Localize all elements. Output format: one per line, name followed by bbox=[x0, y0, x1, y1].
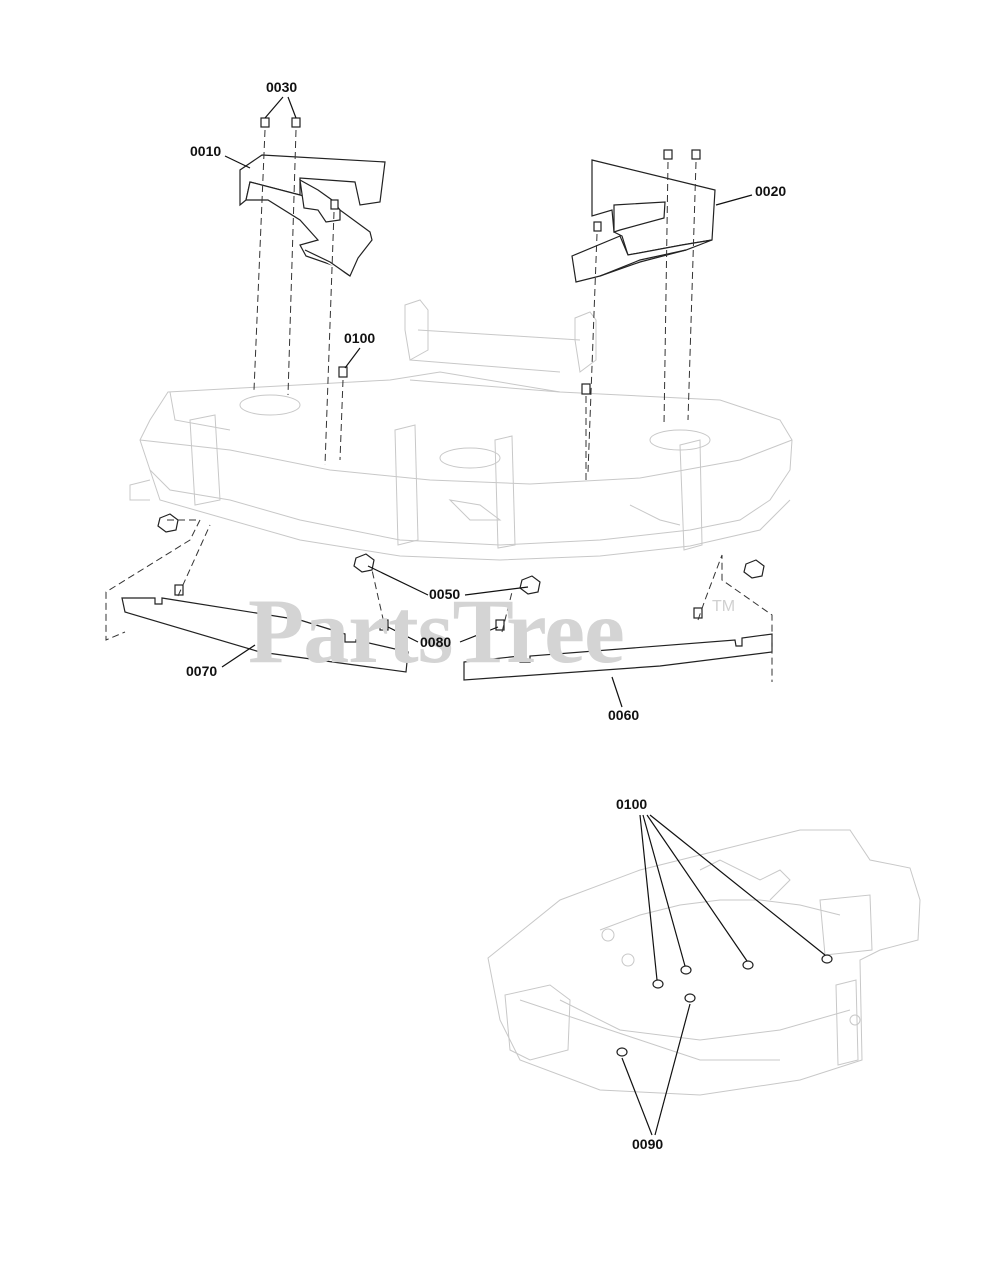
callout-0100-detail: 0100 bbox=[616, 796, 648, 812]
bolt-icons bbox=[157, 117, 765, 631]
plug-icons bbox=[616, 954, 833, 1057]
trademark-mark: TM bbox=[712, 598, 736, 615]
baffle-0020 bbox=[571, 159, 716, 283]
callout-0030: 0030 bbox=[266, 79, 298, 95]
callout-0070: 0070 bbox=[186, 663, 218, 679]
callout-0020: 0020 bbox=[755, 183, 787, 199]
callout-0080: 0080 bbox=[420, 634, 452, 650]
detail-deck-outline bbox=[487, 829, 921, 1096]
watermark: PartsTree bbox=[248, 580, 625, 682]
callout-0090: 0090 bbox=[632, 1136, 664, 1152]
callout-0050: 0050 bbox=[429, 586, 461, 602]
baffle-bar-0060 bbox=[463, 633, 773, 681]
callout-0100-top: 0100 bbox=[344, 330, 376, 346]
callout-0060: 0060 bbox=[608, 707, 640, 723]
baffle-bar-0070 bbox=[121, 597, 409, 673]
baffle-0010 bbox=[239, 154, 386, 277]
leader-lines bbox=[221, 96, 826, 1136]
alignment-lines bbox=[105, 129, 773, 682]
callout-0010: 0010 bbox=[190, 143, 222, 159]
mower-deck-outline bbox=[129, 299, 793, 561]
